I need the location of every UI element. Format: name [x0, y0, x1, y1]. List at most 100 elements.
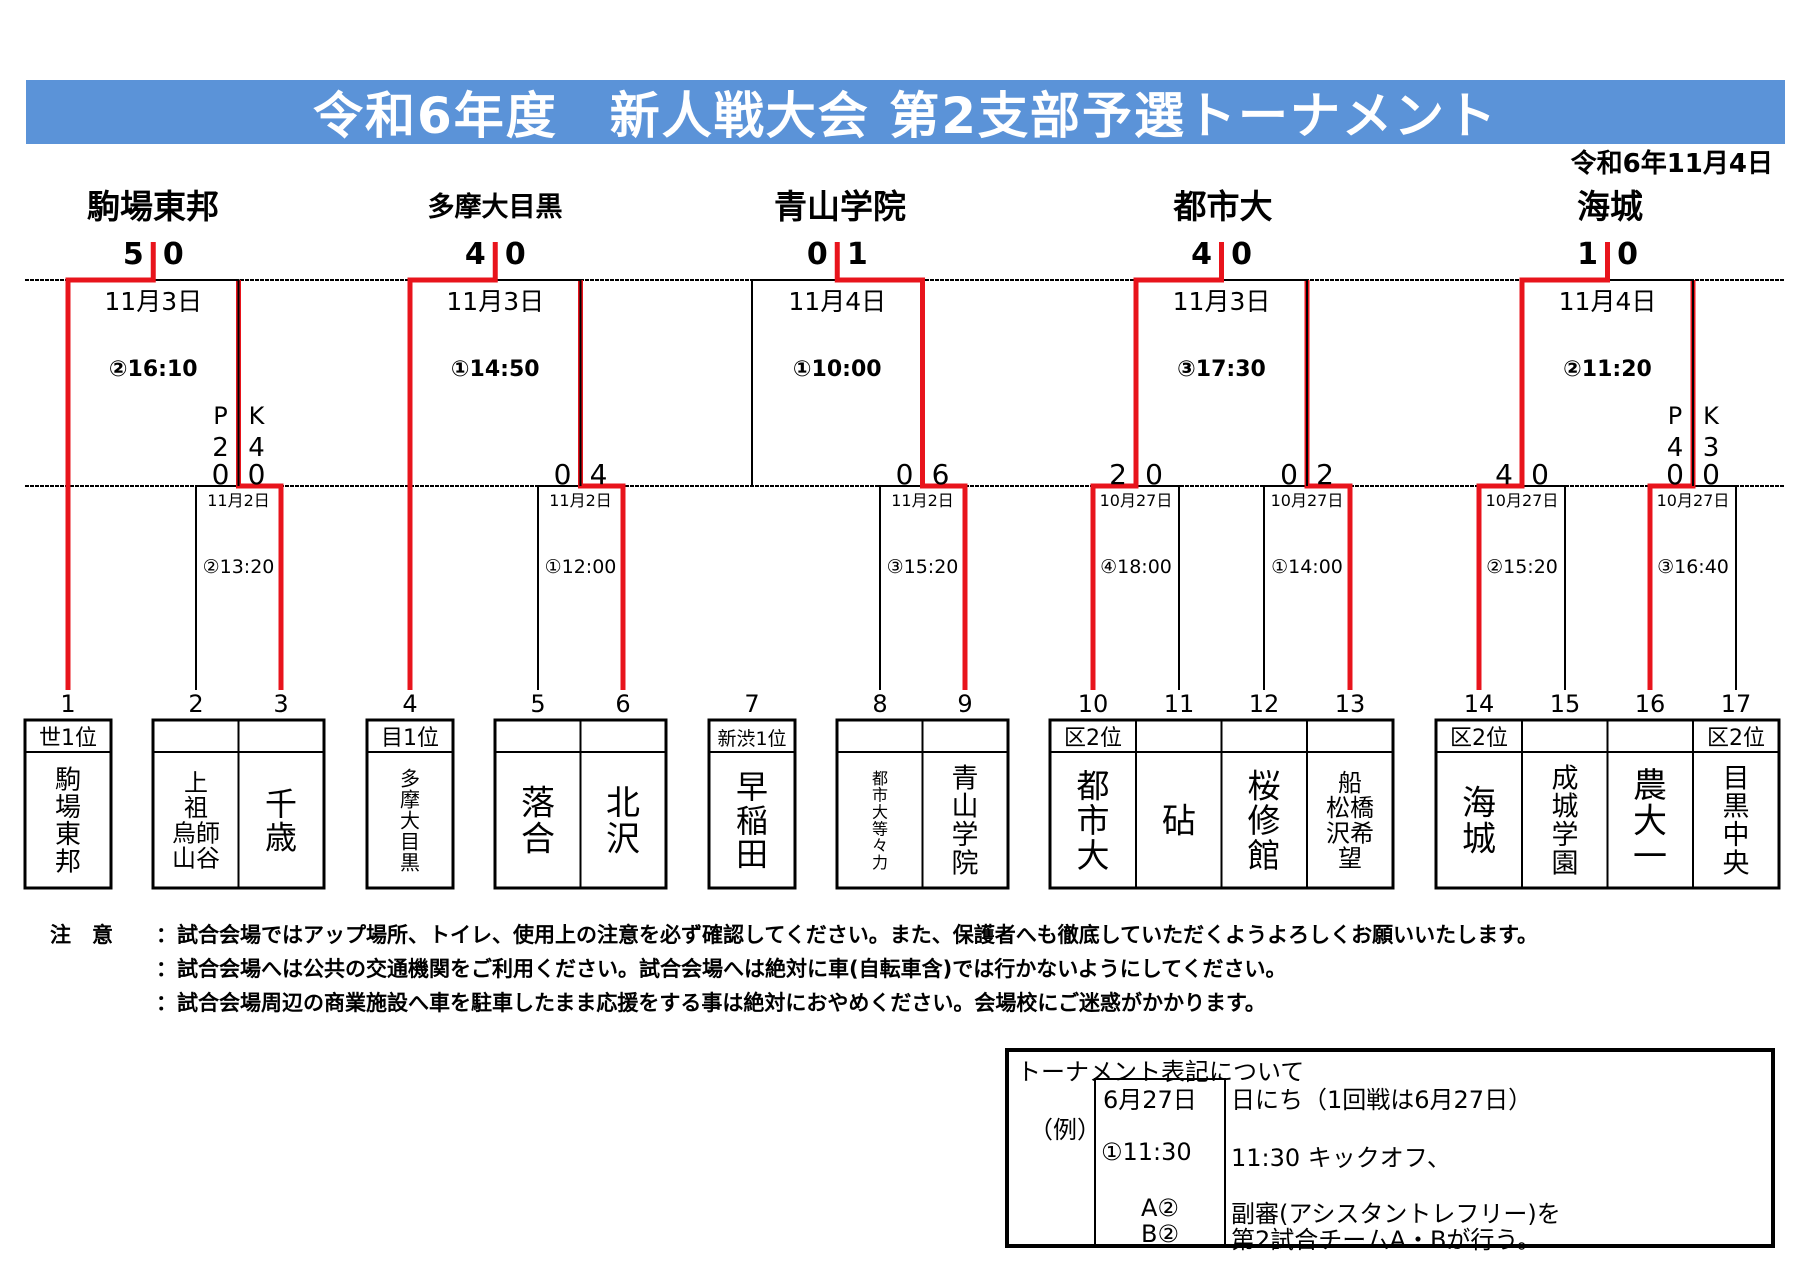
score-right: 0 [248, 458, 266, 491]
winner-5: 海城 [1577, 187, 1643, 226]
legend-desc-ref2: 第2試合チームA・Bが行う。 [1231, 1226, 1541, 1254]
team-number: 3 [273, 690, 288, 718]
team-name: 邦 [55, 848, 81, 878]
notes-label: 注 意 [50, 923, 113, 947]
winner-3: 青山学院 [774, 187, 906, 226]
team-number: 14 [1464, 690, 1495, 718]
team-name: 都 [1077, 766, 1110, 805]
team-name: 大 [1077, 836, 1110, 875]
pk-score-left: 2 [212, 433, 229, 463]
bracket-line [537, 485, 624, 690]
team-name: 都 [872, 769, 888, 788]
final-time: ①10:00 [793, 357, 882, 382]
bracket-line [879, 485, 966, 690]
match-date: 10月27日 [1657, 491, 1730, 510]
match-date: 10月27日 [1486, 491, 1559, 510]
notes-section: 注 意 ：試合会場ではアップ場所、トイレ、使用上の注意を必ず確認してください。また… [50, 918, 1538, 1020]
team-name: 沢 [606, 819, 640, 859]
team-name: 城 [1462, 819, 1496, 859]
team-number: 7 [744, 690, 759, 718]
team-name: 沢希 [1326, 819, 1374, 847]
note-line: ：試合会場ではアップ場所、トイレ、使用上の注意を必ず確認してください。また、保護… [156, 923, 1539, 947]
team-name: 祖 [184, 794, 208, 822]
team-name: 黒 [400, 850, 420, 874]
team-seed: 区2位 [1064, 726, 1122, 751]
final-time: ②11:20 [1563, 357, 1652, 382]
team-name: 船 [1338, 769, 1362, 797]
team-number: 17 [1721, 690, 1752, 718]
score-right: 4 [590, 458, 608, 491]
legend-sample-time: ①11:30 [1101, 1138, 1192, 1166]
team-seed: 新渋1位 [717, 728, 786, 750]
bracket-line [1263, 485, 1351, 690]
legend-example-label: （例） [1029, 1116, 1101, 1144]
team-seed: 目1位 [381, 726, 439, 751]
winner-path [834, 242, 925, 486]
final-score-left: 4 [1191, 237, 1212, 272]
team-name: 成 [1552, 763, 1579, 794]
team-seed: 区2位 [1707, 726, 1765, 751]
match-time: ①12:00 [545, 556, 617, 578]
team-name: 城 [1552, 792, 1579, 823]
team-name: 望 [1338, 845, 1362, 873]
pk-label: K [1703, 402, 1720, 430]
legend-desc-ref1: 副審(アシスタントレフリー)を [1231, 1200, 1561, 1228]
team-name: 松橋 [1326, 794, 1374, 822]
team-name: 多 [400, 766, 420, 790]
team-group-box [23, 718, 113, 890]
legend-header: トーナメント表記について [1017, 1058, 1305, 1086]
team-name: 桜 [1248, 766, 1281, 805]
final-time: ①14:50 [451, 357, 540, 382]
match-date: 11月2日 [549, 491, 612, 510]
final-score-left: 1 [1577, 237, 1598, 272]
bracket-line [1478, 485, 1566, 690]
team-name: 上 [184, 769, 208, 797]
team-name: 砧 [1162, 801, 1196, 841]
team-number: 13 [1335, 690, 1366, 718]
score-left: 0 [212, 458, 230, 491]
team-seed: 世1位 [39, 726, 97, 751]
team-name: 山谷 [172, 845, 220, 873]
match-time: ③15:20 [887, 556, 959, 578]
legend-desc-time: 11:30 キックオフ、 [1231, 1144, 1451, 1172]
final-score-right: 1 [847, 237, 868, 272]
final-score-right: 0 [1617, 237, 1638, 272]
team-name: 中 [1723, 820, 1750, 851]
team-name: 東 [55, 820, 81, 850]
team-number: 2 [188, 690, 203, 718]
team-name: 目 [1723, 763, 1750, 794]
team-name: 合 [521, 819, 555, 859]
team-number: 8 [872, 690, 887, 718]
score-left: 0 [896, 458, 914, 491]
team-name: 場 [55, 793, 81, 823]
pk-score-right: 4 [248, 433, 265, 463]
legend-box: トーナメント表記について （例） 6月27日 ①11:30 A② B② 日にち（… [1005, 1048, 1775, 1254]
team-name: 院 [952, 848, 979, 879]
team-name: 農 [1633, 766, 1667, 806]
match-time: ③16:40 [1657, 556, 1729, 578]
final-time: ③17:30 [1177, 357, 1266, 382]
pk-label: K [249, 402, 266, 430]
team-name: 等 [872, 819, 888, 838]
team-name: 々 [872, 836, 888, 855]
team-name: 青 [952, 763, 979, 794]
winner-1: 駒場東邦 [87, 187, 219, 226]
score-right: 6 [932, 458, 950, 491]
team-name: 修 [1248, 801, 1281, 840]
team-name: 早 [736, 768, 768, 806]
team-number: 1 [60, 690, 75, 718]
final-score-right: 0 [1231, 237, 1252, 272]
note-line: ：試合会場へは公共の交通機関をご利用ください。試合会場へは絶対に車(自転車含)で… [156, 957, 1287, 981]
team-number: 5 [530, 690, 545, 718]
match-date: 11月2日 [891, 491, 954, 510]
score-right: 0 [1145, 458, 1163, 491]
team-name: 力 [872, 853, 888, 872]
tournament-date: 令和6年11月4日 [1570, 149, 1773, 179]
bracket-line [1649, 485, 1737, 690]
score-left: 4 [1495, 458, 1513, 491]
final-score-right: 0 [163, 237, 184, 272]
team-name: 北 [606, 784, 640, 824]
team-number: 6 [615, 690, 630, 718]
winner-4: 都市大 [1173, 187, 1273, 226]
team-name: 央 [1723, 848, 1750, 879]
